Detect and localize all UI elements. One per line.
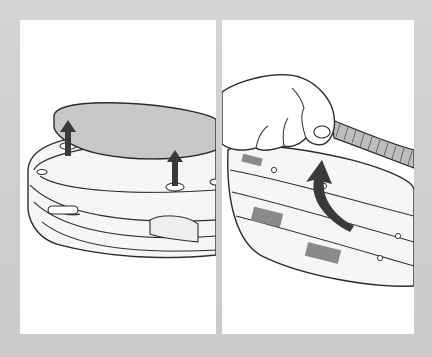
hand xyxy=(222,75,335,150)
panel-lift-cover xyxy=(20,20,216,334)
lift-cover-illustration xyxy=(20,20,216,334)
peel-strip-illustration xyxy=(222,20,414,334)
panel-peel-strip xyxy=(222,20,414,334)
